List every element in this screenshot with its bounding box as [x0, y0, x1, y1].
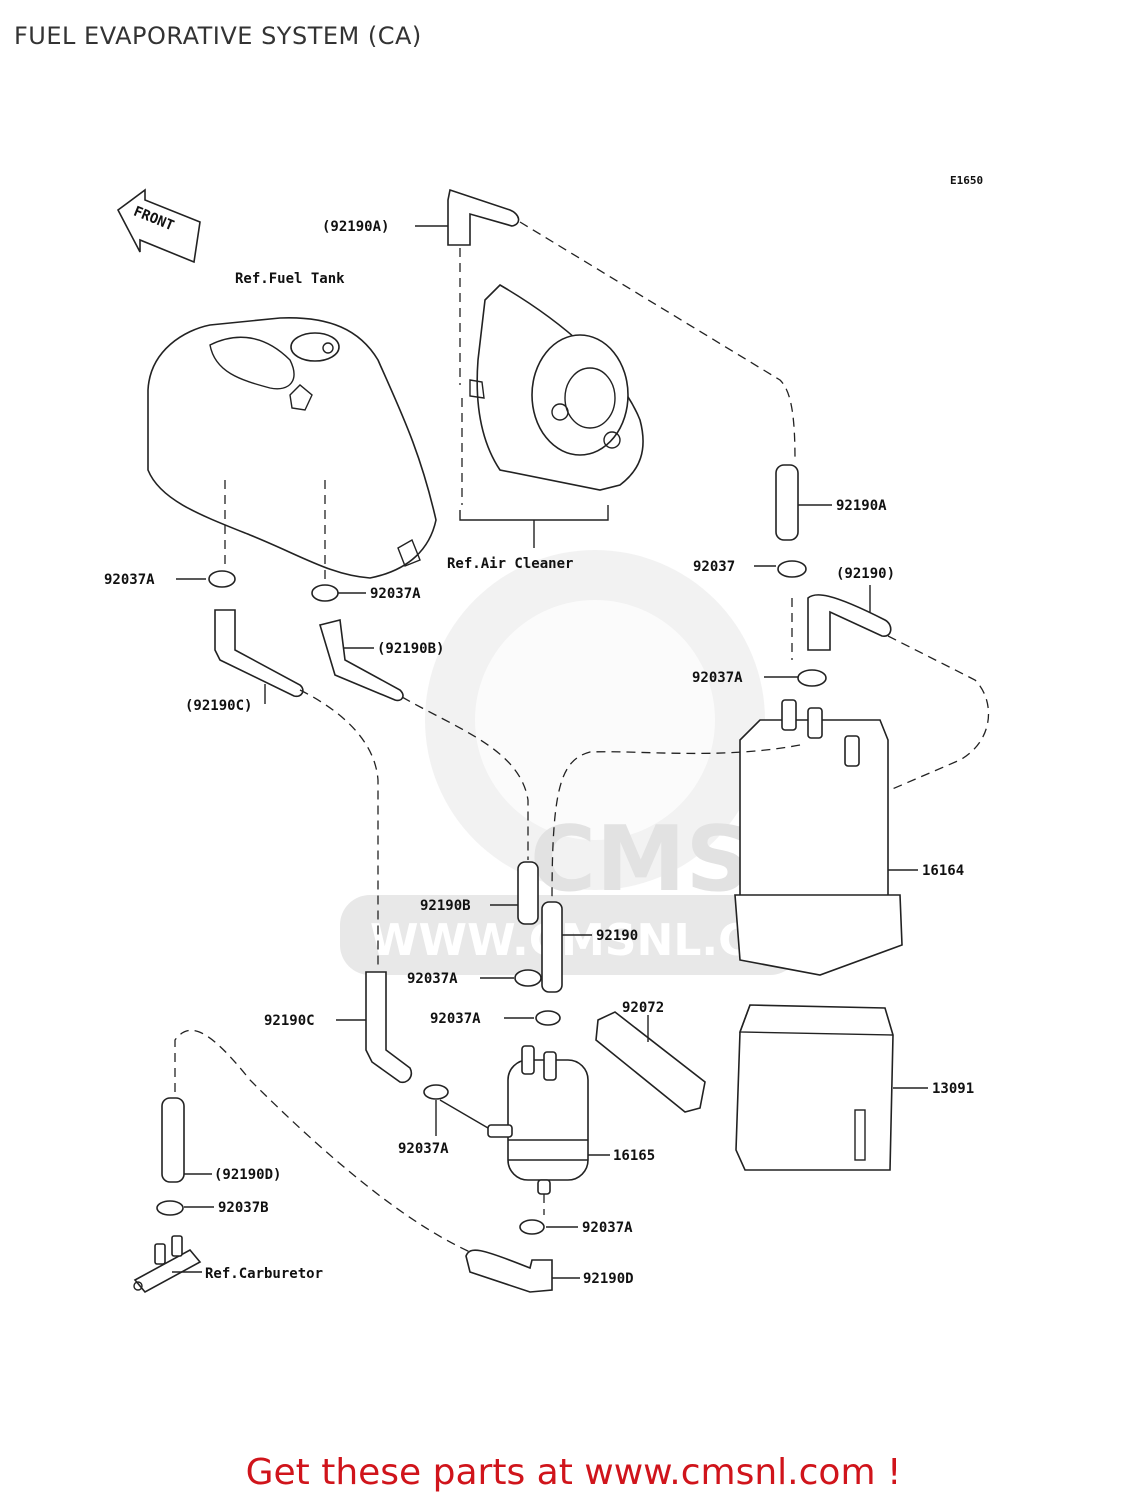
- ref-carburetor-label: Ref.Carburetor: [205, 1266, 323, 1282]
- part-16165-label: 16165: [613, 1148, 655, 1164]
- canister-16164: [734, 699, 903, 976]
- page-title: FUEL EVAPORATIVE SYSTEM (CA): [14, 22, 422, 50]
- part-92037A-label-3: 92037A: [370, 586, 421, 602]
- part-92190-paren-label: (92190): [836, 566, 895, 582]
- part-92190B-paren-label: (92190B): [377, 641, 444, 657]
- part-92037A-label-7: 92037A: [582, 1220, 633, 1236]
- front-arrow-icon: FRONT: [116, 188, 201, 264]
- part-92037A-label-6: 92037A: [398, 1141, 449, 1157]
- part-92037-label: 92037: [693, 559, 735, 575]
- part-92190-label: 92190: [596, 928, 638, 944]
- part-92037A-label-5: 92037A: [430, 1011, 481, 1027]
- fuel-filter-16165: [487, 1045, 589, 1195]
- part-92037A-label-1: 92037A: [692, 670, 743, 686]
- watermark-logo: CMS: [530, 807, 750, 912]
- carburetor-fitting: [133, 1235, 202, 1294]
- part-16164-label: 16164: [922, 863, 964, 879]
- fuel-tank: [147, 317, 437, 579]
- part-92190A-paren-label: (92190A): [322, 219, 389, 235]
- part-92190B-label: 92190B: [420, 898, 471, 914]
- ref-air-cleaner-label: Ref.Air Cleaner: [447, 556, 573, 572]
- ref-fuel-tank-label: Ref.Fuel Tank: [235, 271, 345, 287]
- part-92072-label: 92072: [622, 1000, 664, 1016]
- part-92037B-label: 92037B: [218, 1200, 269, 1216]
- part-92037A-label-2: 92037A: [104, 572, 155, 588]
- diagram-code: E1650: [950, 174, 983, 187]
- part-13091-label: 13091: [932, 1081, 974, 1097]
- promo-link[interactable]: Get these parts at www.cmsnl.com !: [245, 1452, 902, 1493]
- part-92190D-paren-label: (92190D): [214, 1167, 281, 1183]
- part-92037A-label-4: 92037A: [407, 971, 458, 987]
- part-92190C-paren-label: (92190C): [185, 698, 252, 714]
- part-92190A-label: 92190A: [836, 498, 887, 514]
- part-92190D-label: 92190D: [583, 1271, 634, 1287]
- air-cleaner: [469, 283, 644, 491]
- part-92190C-label: 92190C: [264, 1013, 315, 1029]
